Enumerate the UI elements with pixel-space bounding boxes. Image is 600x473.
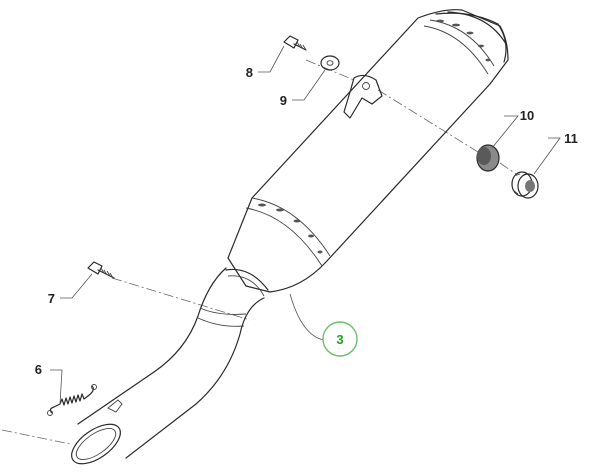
washer-9 xyxy=(320,55,340,71)
callout-11[interactable]: 11 xyxy=(564,131,578,146)
center-lines xyxy=(1,59,517,445)
link-pipe xyxy=(71,267,265,465)
muffler xyxy=(225,9,509,297)
callout-8[interactable]: 8 xyxy=(246,65,253,80)
bushing-11 xyxy=(511,171,539,199)
callout-3[interactable]: 3 xyxy=(336,332,343,347)
grommet-10 xyxy=(476,144,500,172)
leader-lines xyxy=(50,45,561,405)
callout-6[interactable]: 6 xyxy=(35,362,42,377)
spring xyxy=(47,384,97,416)
callout-3-circle[interactable] xyxy=(322,321,358,357)
bolt-7 xyxy=(87,261,115,279)
callout-9[interactable]: 9 xyxy=(280,93,287,108)
bolt-8 xyxy=(283,35,307,51)
callout-7[interactable]: 7 xyxy=(48,291,55,306)
callout-10[interactable]: 10 xyxy=(520,108,534,123)
